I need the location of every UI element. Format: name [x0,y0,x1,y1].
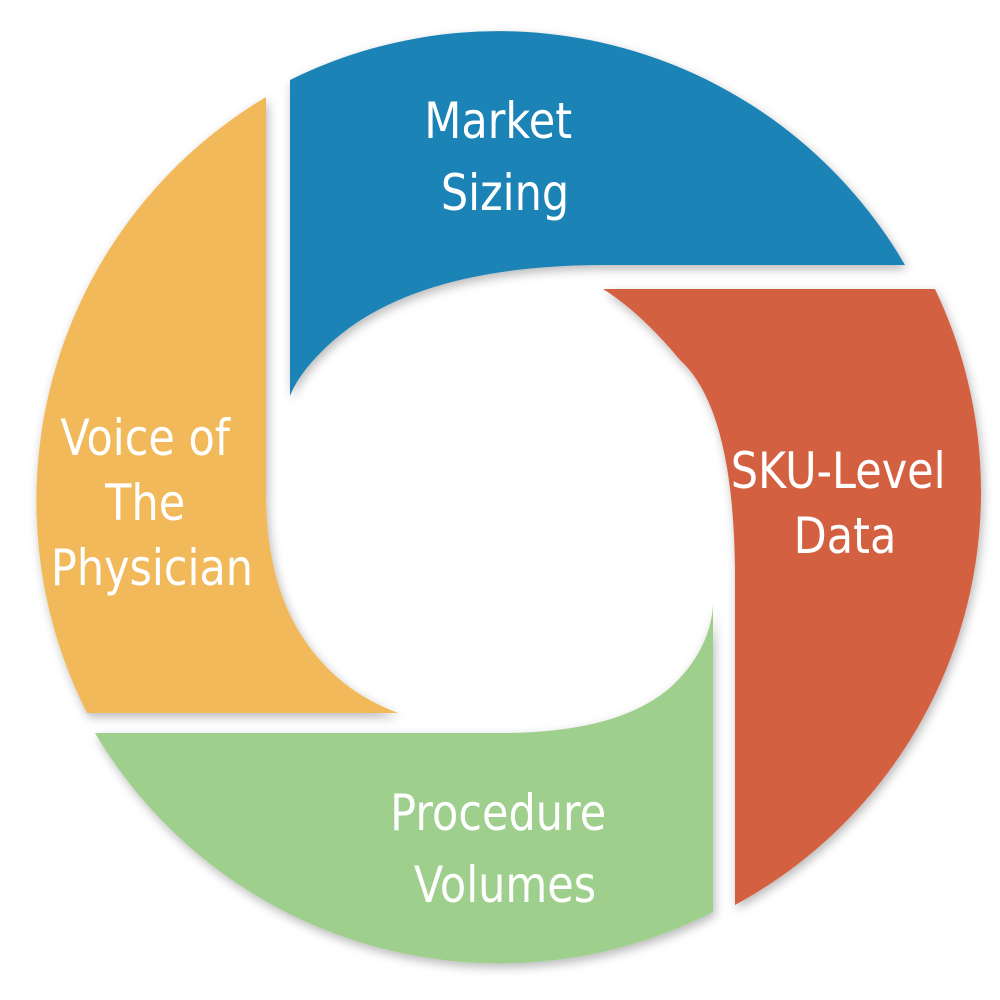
sku-level-data-label: SKU-Level Data [731,442,959,565]
voice-of-the-physician-label-line-1: Voice of [60,409,231,467]
voice-of-the-physician-shape [36,97,399,713]
market-sizing-label: Market Sizing [424,92,585,222]
procedure-volumes-label-line-2: Volumes [414,856,596,914]
voice-of-the-physician-label-line-2: The [104,474,185,532]
sku-level-data-shape [603,289,982,905]
procedure-volumes-label-line-1: Procedure [390,784,606,842]
voice-of-the-physician-label-line-3: Physician [51,539,253,597]
sku-level-data-label-line-2: Data [794,507,897,565]
sku-level-data-label-line-1: SKU-Level [731,442,946,500]
procedure-volumes-segment: Procedure Volumes [95,605,713,964]
market-sizing-label-line-2: Sizing [441,164,569,222]
voice-of-the-physician-segment: Voice of The Physician [36,97,399,713]
procedure-volumes-shape [95,605,713,964]
market-sizing-shape [290,31,905,397]
sku-level-data-segment: SKU-Level Data [603,289,982,905]
procedure-volumes-label: Procedure Volumes [390,784,620,914]
market-sizing-label-line-1: Market [424,92,572,150]
market-sizing-segment: Market Sizing [290,31,905,397]
voice-of-the-physician-label: Voice of The Physician [51,409,253,597]
